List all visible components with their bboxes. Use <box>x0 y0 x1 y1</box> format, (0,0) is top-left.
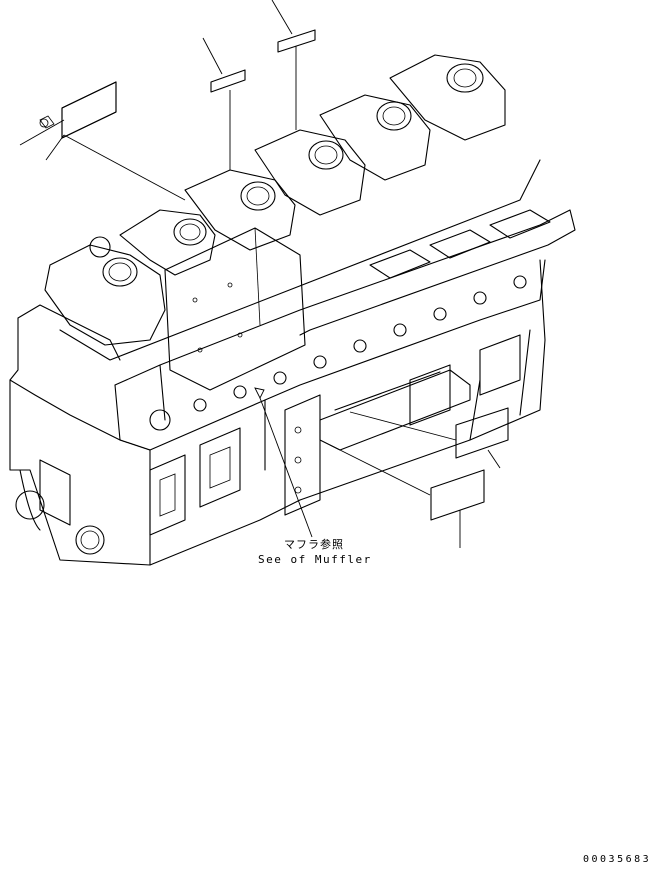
label-tag-right-1 <box>455 407 509 459</box>
label-tag-top-1 <box>277 29 316 53</box>
side-cover-plate <box>284 369 471 516</box>
label-tag-right-2 <box>430 469 485 521</box>
label-tags <box>61 29 509 521</box>
label-tag-top-2 <box>210 69 246 93</box>
exhaust-manifold <box>114 209 576 451</box>
rocker-covers <box>44 54 541 361</box>
heat-shield-panel <box>164 227 306 391</box>
leader-lines <box>19 0 501 548</box>
name-plate <box>39 81 117 139</box>
figure-number: 00035683 <box>583 854 652 865</box>
muffler-note-jp: マフラ参照 <box>284 538 344 551</box>
muffler-note-en: See of Muffler <box>258 553 372 566</box>
engine-block <box>9 259 546 566</box>
label-tag-plate <box>61 81 117 139</box>
